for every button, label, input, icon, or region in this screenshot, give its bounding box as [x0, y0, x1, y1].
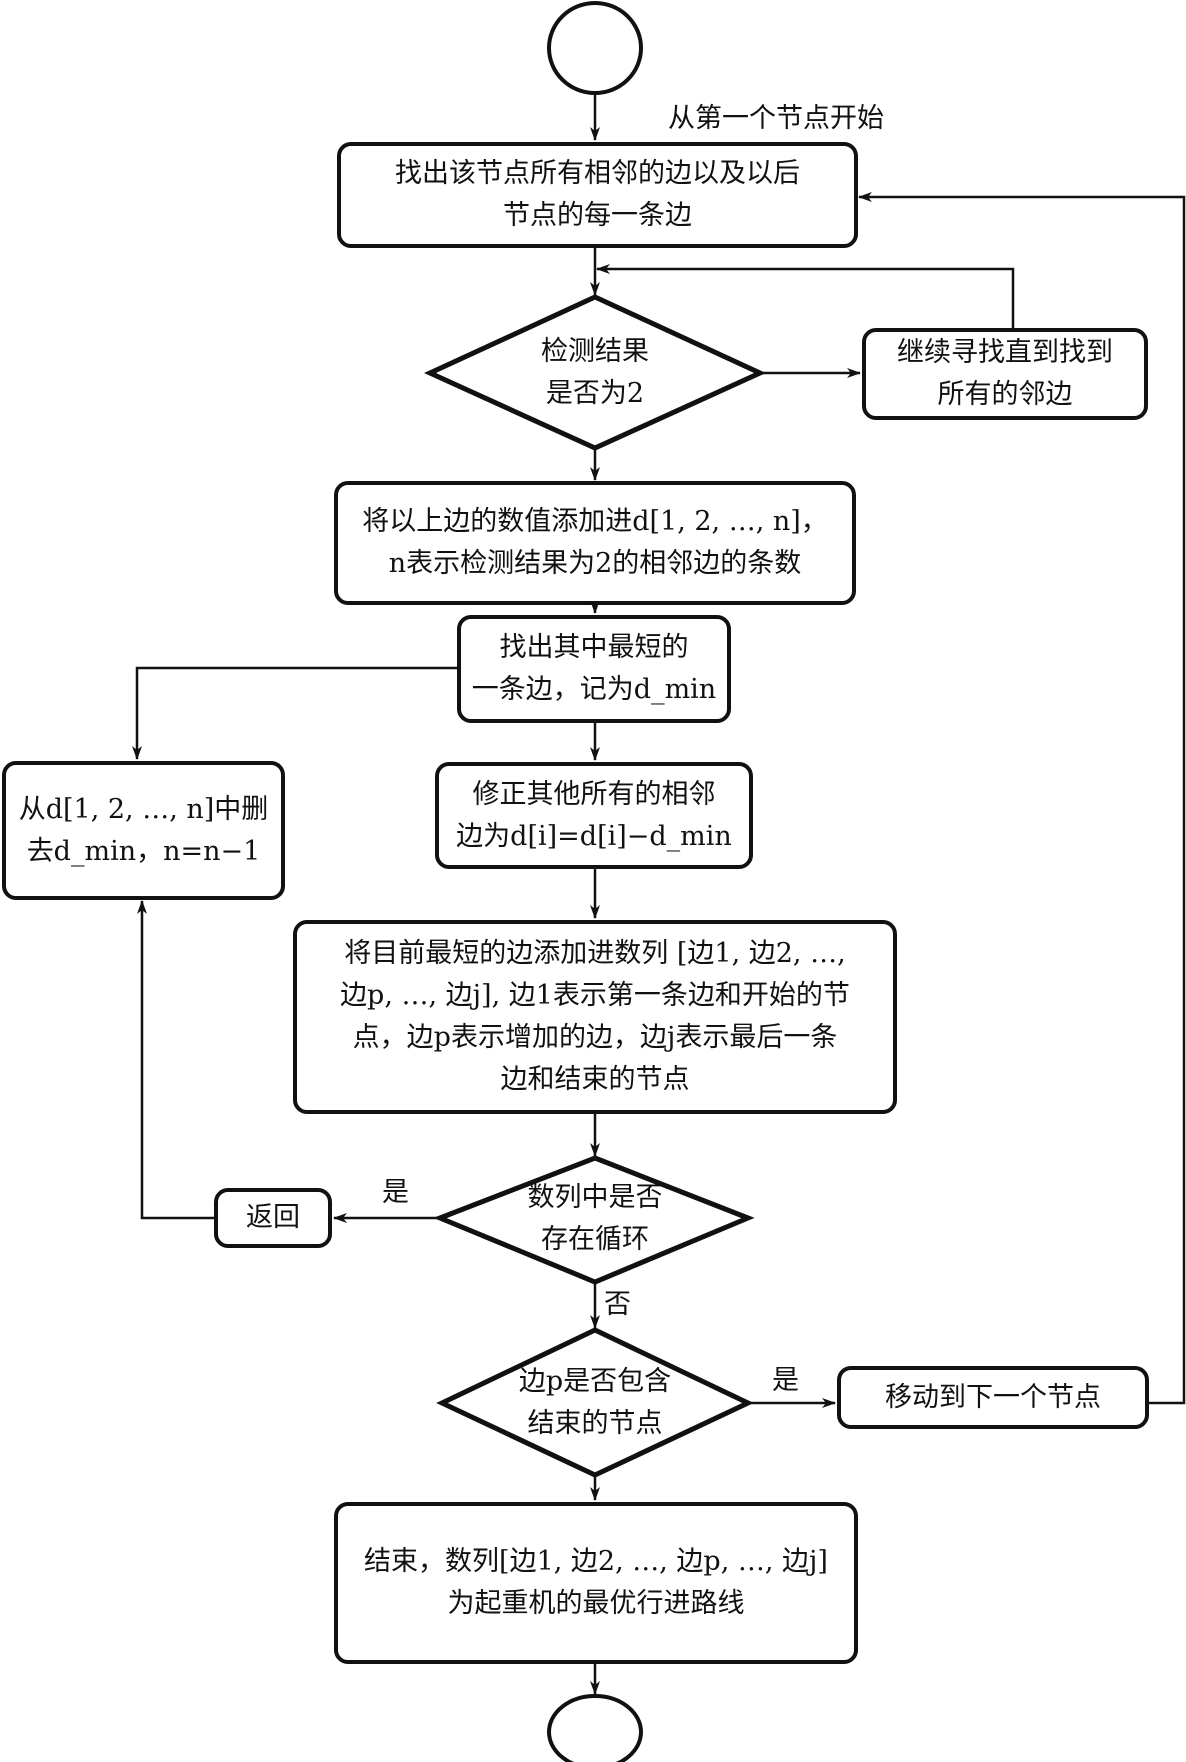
process-find-shortest: 找出其中最短的 一条边，记为d_min [457, 615, 731, 723]
text-line: 点，边p表示增加的边，边j表示最后一条 [352, 1022, 838, 1053]
edge-shortest-to-delete [132, 666, 457, 760]
text-line: 边和结束的节点 [500, 1064, 690, 1095]
text-line: 检测结果 [541, 336, 649, 367]
end-terminal [547, 1694, 643, 1762]
process-add-to-sequence: 将目前最短的边添加进数列 [边1, 边2, …, 边p, …, 边j], 边1表… [293, 920, 897, 1114]
process-finish: 结束，数列[边1, 边2, …, 边p, …, 边j] 为起重机的最优行进路线 [334, 1502, 858, 1664]
loop-check-text: 数列中是否 存在循环 [480, 1176, 710, 1262]
process-delete-dmin: 从d[1, 2, …, n]中删 去d_min，n=n−1 [2, 761, 285, 900]
edge-move-to-find [858, 192, 1186, 1405]
process-return: 返回 [214, 1188, 332, 1248]
process-add-values: 将以上边的数值添加进d[1, 2, …, n]， n表示检测结果为2的相邻边的条… [334, 481, 856, 605]
end-yes-label: 是 [772, 1365, 799, 1396]
edge-return-to-delete [137, 900, 214, 1220]
text-line: 将目前最短的边添加进数列 [边1, 边2, …, [344, 938, 846, 969]
text-line: 存在循环 [541, 1224, 649, 1255]
text-line: 边p, …, 边j], 边1表示第一条边和开始的节 [340, 980, 850, 1011]
text-line: 返回 [246, 1202, 300, 1233]
text-line: 边为d[i]=d[i]−d_min [456, 820, 732, 852]
text-line: 节点的每一条边 [503, 200, 692, 231]
text-line: 修正其他所有的相邻 [472, 778, 716, 810]
loop-no-label: 否 [604, 1289, 631, 1320]
start-from-first-label: 从第一个节点开始 [668, 103, 884, 134]
check-result-text: 检测结果 是否为2 [470, 330, 720, 416]
text-line: 将以上边的数值添加进d[1, 2, …, n]， [362, 506, 828, 537]
end-check-text: 边p是否包含 结束的节点 [480, 1360, 710, 1446]
text-line: 边p是否包含 [518, 1366, 672, 1397]
text-line: n表示检测结果为2的相邻边的条数 [388, 548, 802, 579]
text-line: 继续寻找直到找到 [897, 337, 1113, 368]
text-line: 结束的节点 [527, 1408, 663, 1439]
start-terminal [547, 1, 643, 95]
text-line: 移动到下一个节点 [885, 1381, 1101, 1413]
process-find-edges: 找出该节点所有相邻的边以及以后 节点的每一条边 [337, 142, 858, 248]
text-line: 是否为2 [545, 378, 645, 409]
text-line: 从d[1, 2, …, n]中删 [18, 793, 269, 825]
text-line: 找出该节点所有相邻的边以及以后 [395, 158, 800, 189]
loop-yes-label: 是 [382, 1177, 409, 1208]
text-line: 结束，数列[边1, 边2, …, 边p, …, 边j] [364, 1546, 828, 1577]
text-line: 去d_min，n=n−1 [26, 835, 261, 867]
process-correct-edges: 修正其他所有的相邻 边为d[i]=d[i]−d_min [435, 762, 753, 869]
edge-continue-loop-back [596, 264, 1015, 328]
text-line: 所有的邻边 [937, 379, 1073, 410]
text-line: 为起重机的最优行进路线 [447, 1588, 745, 1619]
process-continue-search: 继续寻找直到找到 所有的邻边 [862, 328, 1148, 420]
process-move-next: 移动到下一个节点 [837, 1366, 1149, 1429]
text-line: 数列中是否 [527, 1182, 663, 1213]
text-line: 一条边，记为d_min [471, 674, 717, 705]
text-line: 找出其中最短的 [499, 632, 689, 663]
